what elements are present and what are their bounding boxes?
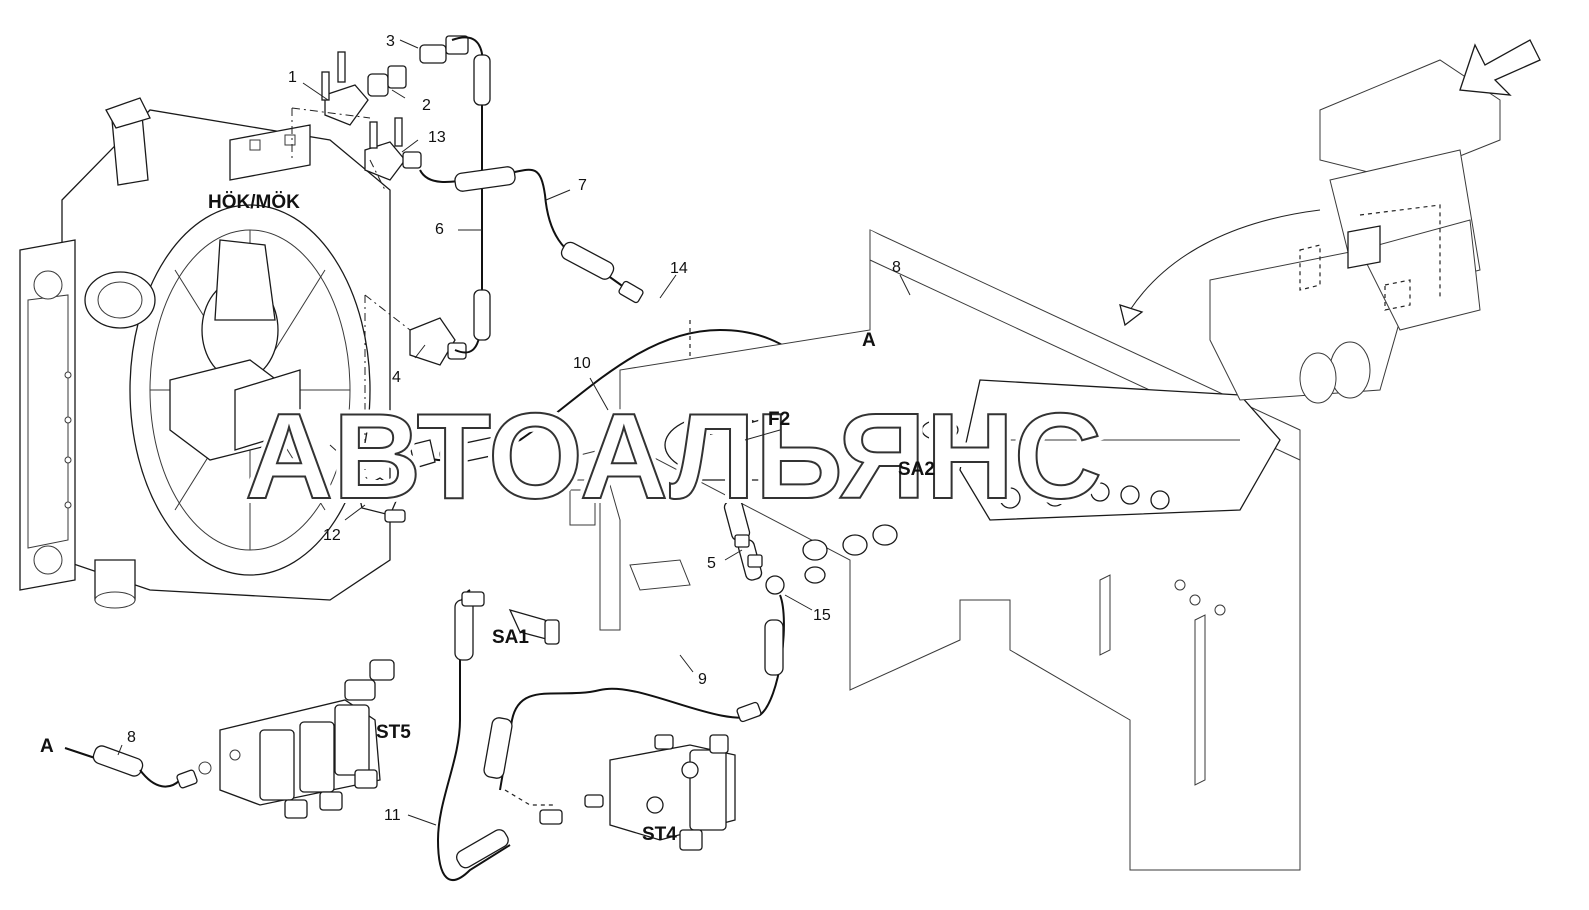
label-sa1: SA1 bbox=[492, 627, 529, 648]
callout-2: 2 bbox=[422, 97, 431, 114]
callout-1: 1 bbox=[288, 69, 297, 86]
callout-10: 10 bbox=[573, 355, 591, 372]
fittings-cluster bbox=[802, 524, 898, 584]
label-f2: F2 bbox=[768, 409, 790, 430]
callout-6: 6 bbox=[435, 221, 444, 238]
callout-7: 7 bbox=[578, 177, 587, 194]
callout-5: 5 bbox=[707, 555, 716, 572]
radiator-cooler bbox=[19, 97, 391, 609]
label-sa2: SA2 bbox=[898, 459, 935, 480]
hose-6 bbox=[451, 36, 491, 354]
callout-8-bottom: 8 bbox=[127, 729, 136, 746]
watermark-text: АВТОАЛЬЯНС bbox=[245, 388, 1102, 524]
adapter-fitting-3 bbox=[419, 35, 469, 64]
valve-bank-st5 bbox=[198, 659, 395, 819]
label-st4: ST4 bbox=[642, 824, 677, 845]
callout-8-top: 8 bbox=[892, 259, 901, 276]
callout-3: 3 bbox=[386, 33, 395, 50]
flange-fitting-1 bbox=[321, 51, 407, 126]
callout-4: 4 bbox=[392, 369, 401, 386]
hose-7 bbox=[419, 166, 644, 304]
label-hok-mok: HÖK/MÖK bbox=[208, 192, 300, 213]
label-a-bottom: A bbox=[40, 736, 54, 757]
filter-f2 bbox=[664, 414, 791, 595]
callout-13: 13 bbox=[428, 129, 446, 146]
callout-14: 14 bbox=[670, 260, 688, 277]
watermark-outline: АВТОАЛЬЯНС bbox=[245, 388, 1102, 524]
sensor-sa1 bbox=[508, 608, 560, 645]
callout-11: 11 bbox=[384, 807, 401, 824]
leader-lines bbox=[117, 39, 911, 826]
callout-9: 9 bbox=[698, 671, 707, 688]
valve-manifold-sa2 bbox=[921, 379, 1281, 521]
label-st5: ST5 bbox=[376, 722, 411, 743]
hose-8-bottom bbox=[64, 745, 198, 789]
valve-block-st4 bbox=[539, 734, 736, 851]
flange-fitting-12 bbox=[357, 477, 406, 523]
callout-12: 12 bbox=[323, 527, 341, 544]
paver-machine-overview bbox=[1119, 59, 1501, 404]
flange-fitting-13 bbox=[364, 117, 422, 181]
label-a-top: A bbox=[862, 330, 876, 351]
view-direction-arrow bbox=[1459, 39, 1541, 96]
hose-11 bbox=[436, 589, 511, 881]
callout-15: 15 bbox=[813, 607, 831, 624]
hose-9 bbox=[483, 594, 785, 791]
flange-fitting-4 bbox=[409, 317, 467, 366]
